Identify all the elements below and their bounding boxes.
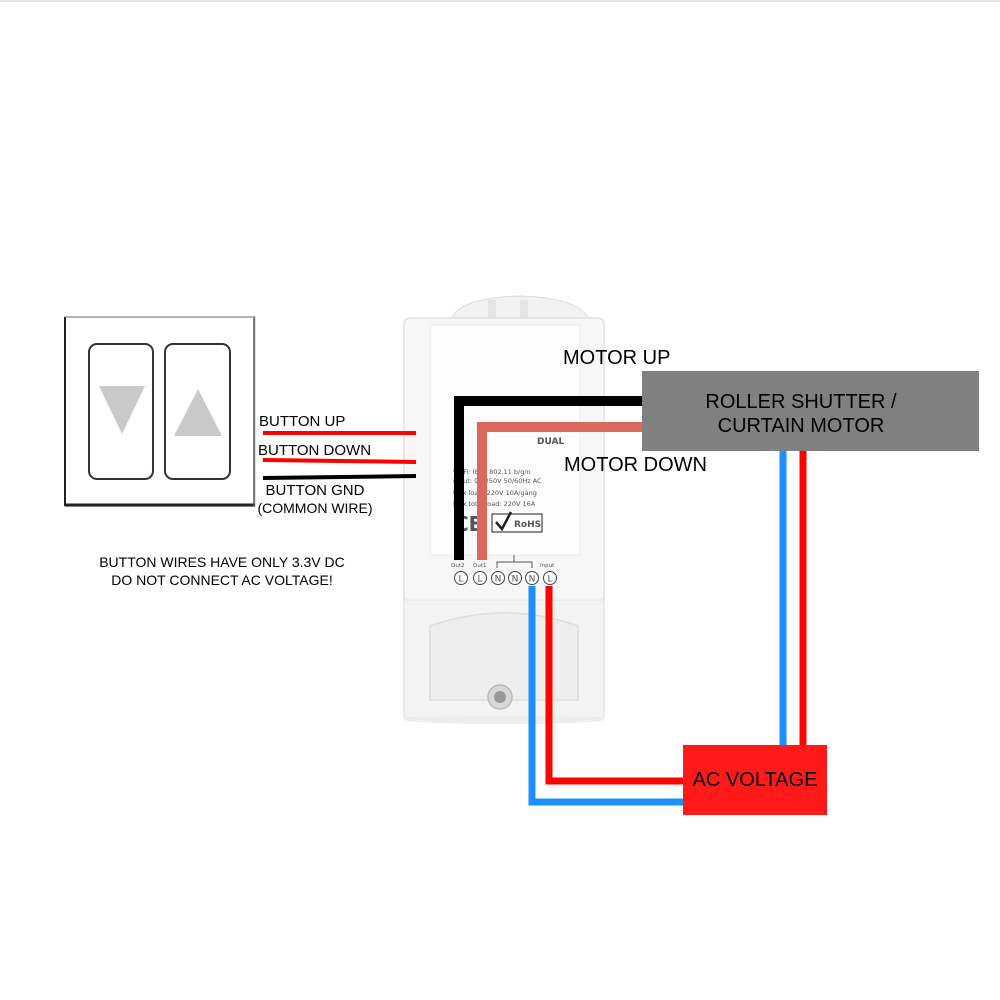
motor-box-line2: CURTAIN MOTOR: [718, 415, 885, 437]
ac-voltage-box: AC VOLTAGE: [683, 745, 827, 815]
terminal-4: N: [508, 571, 522, 585]
terminal-5-label: N: [529, 575, 536, 585]
device-spec-2: Input: 90-250V 50/60Hz AC: [453, 477, 542, 485]
device-spec-4: Max total load: 220V 16A: [453, 500, 536, 508]
button-down-label: BUTTON DOWN: [258, 442, 371, 459]
warning-line-2: DO NOT CONNECT AC VOLTAGE!: [111, 572, 332, 588]
motor-down-label: MOTOR DOWN: [564, 454, 707, 476]
down-button[interactable]: [88, 343, 154, 480]
up-button[interactable]: [164, 343, 231, 480]
terminal-2: L: [473, 571, 487, 585]
motor-up-label: MOTOR UP: [563, 347, 670, 369]
button-down-wire: [262, 458, 417, 464]
button-gnd-wire: [262, 474, 417, 480]
device-model: DUAL: [537, 437, 564, 447]
terminal-6-label: L: [547, 575, 552, 585]
out2-label: Out2: [451, 563, 464, 569]
rohs-badge: RoHS: [491, 511, 543, 533]
ac-voltage-label: AC VOLTAGE: [693, 769, 818, 791]
terminal-3-label: N: [495, 575, 502, 585]
warning-line-1: BUTTON WIRES HAVE ONLY 3.3V DC: [99, 554, 345, 570]
rohs-mark: RoHS: [514, 520, 541, 530]
terminal-1: L: [454, 571, 468, 585]
terminal-1-label: L: [458, 575, 463, 585]
input-live-wire: [545, 586, 686, 785]
device-spec-1: Wi-Fi: IEEE 802.11 b/g/n: [453, 468, 531, 476]
button-gnd-label: BUTTON GND: [266, 482, 365, 499]
input-neutral-wire: [528, 586, 686, 806]
up-arrow-icon: [174, 389, 222, 436]
terminal-5: N: [525, 571, 539, 585]
motor-up-wire: [454, 396, 645, 560]
device-spec-3: Max load: 220V 10A/gang: [453, 489, 537, 497]
common-wire-label: (COMMON WIRE): [257, 500, 372, 516]
terminal-3: N: [491, 571, 505, 585]
wall-switch: [64, 316, 256, 507]
out1-label: Out1: [473, 563, 486, 569]
input-label: Input: [540, 563, 555, 569]
terminal-6: L: [543, 571, 557, 585]
motor-box-line1: ROLLER SHUTTER /: [705, 391, 897, 413]
down-arrow-icon: [99, 386, 145, 434]
check-icon: [495, 511, 513, 532]
terminal-2-label: L: [477, 575, 482, 585]
button-up-label: BUTTON UP: [259, 413, 345, 430]
motor-box: ROLLER SHUTTER / CURTAIN MOTOR: [642, 371, 979, 451]
terminal-4-label: N: [512, 575, 519, 585]
motor-down-wire: [477, 422, 645, 560]
